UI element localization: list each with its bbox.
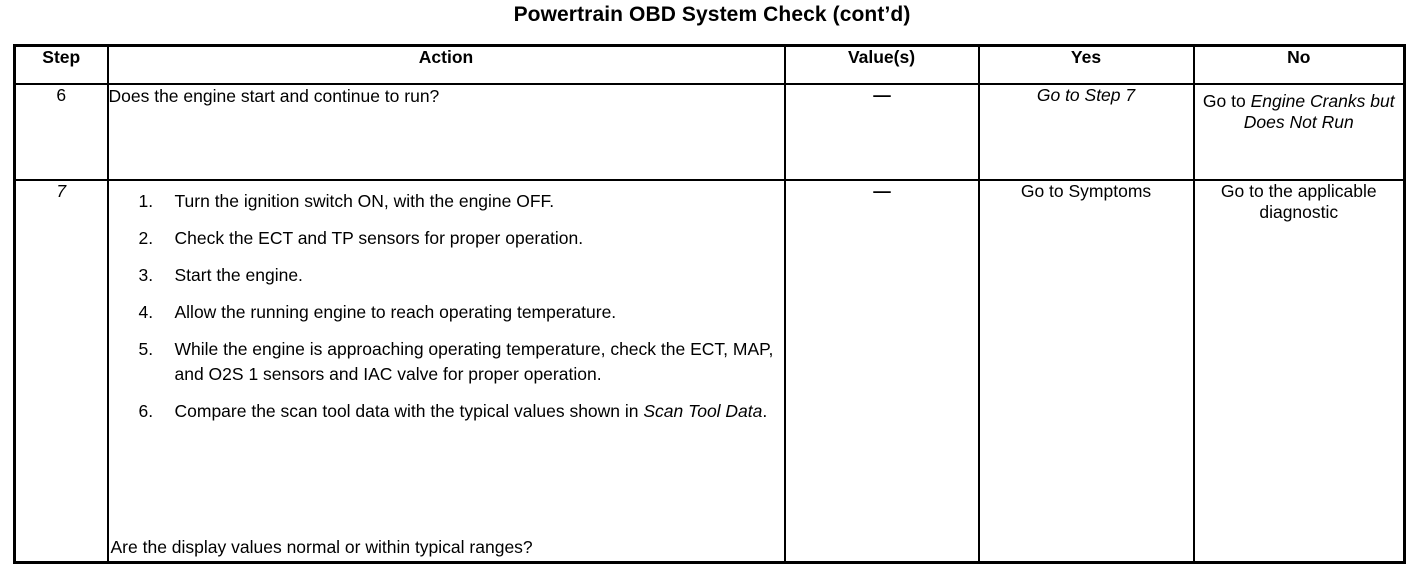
- list-item-number: 1.: [138, 191, 154, 211]
- table-body: 6 Does the engine start and continue to …: [13, 83, 1406, 563]
- list-item-number: 2.: [138, 228, 154, 248]
- list-item: 2. Check the ECT and TP sensors for prop…: [109, 226, 784, 251]
- step-number-cell-7: 7: [13, 179, 109, 563]
- list-item-number: 4.: [138, 302, 154, 322]
- list-item-number: 6.: [138, 401, 154, 421]
- yes-branch-target-6: Go to Step 7: [1036, 85, 1136, 105]
- no-branch-step-7: Go to the applicable diagnostic: [1192, 179, 1406, 563]
- list-item-text: While the engine is approaching operatin…: [174, 339, 774, 384]
- action-step-list: 1. Turn the ignition switch ON, with the…: [109, 189, 784, 430]
- table-row-step-7: 7 1. Turn the ignition switch ON, with t…: [13, 179, 1406, 563]
- action-cell-step-7: 1. Turn the ignition switch ON, with the…: [106, 179, 786, 563]
- page-title: Powertrain OBD System Check (cont’d): [513, 3, 911, 26]
- no-branch-step-6: Go to Engine Cranks but Does Not Run: [1192, 83, 1406, 181]
- column-header-step: Step: [13, 44, 109, 85]
- list-item-number: 3.: [138, 265, 154, 285]
- diagnostic-flow-table: Step Action Value(s) Yes No 6 Does the e…: [13, 44, 1406, 564]
- column-header-yes: Yes: [977, 44, 1195, 85]
- list-item-text: Check the ECT and TP sensors for proper …: [174, 228, 584, 248]
- column-header-value: Value(s): [783, 44, 980, 85]
- yes-branch-step-6: Go to Step 7: [977, 83, 1195, 181]
- list-item: 1. Turn the ignition switch ON, with the…: [109, 189, 784, 214]
- list-item-text: Turn the ignition switch ON, with the en…: [174, 191, 555, 211]
- action-question-6: Does the engine start and continue to ru…: [108, 86, 440, 106]
- list-item-text-before: Compare the scan tool data with the typi…: [174, 401, 644, 421]
- list-item-text-after: .: [762, 401, 768, 421]
- list-item: 6. Compare the scan tool data with the t…: [109, 399, 784, 424]
- list-item: 3. Start the engine.: [109, 263, 784, 288]
- action-question-7: Are the display values normal or within …: [110, 536, 533, 557]
- yes-branch-step-7: Go to Symptoms: [977, 179, 1195, 563]
- no-branch-target-6: Engine Cranks but Does Not Run: [1243, 91, 1395, 132]
- list-item-text: Start the engine.: [174, 265, 303, 285]
- list-item-text-reference: Scan Tool Data: [643, 401, 763, 421]
- header-row: Step Action Value(s) Yes No: [13, 44, 1406, 85]
- step-number-7: 7: [56, 181, 67, 201]
- no-branch-target-7: Go to the applicable diagnostic: [1220, 181, 1377, 222]
- list-item: 5. While the engine is approaching opera…: [109, 337, 784, 387]
- table-header: Step Action Value(s) Yes No: [13, 44, 1406, 85]
- no-branch-prefix-6: Go to: [1202, 91, 1251, 111]
- action-cell-step-6: Does the engine start and continue to ru…: [106, 83, 786, 181]
- yes-branch-target-7: Go to Symptoms: [1020, 181, 1152, 201]
- value-dash-6: —: [873, 85, 890, 105]
- list-item-text: Allow the running engine to reach operat…: [174, 302, 617, 322]
- value-cell-step-7: —: [783, 179, 980, 563]
- value-cell-step-6: —: [783, 83, 980, 181]
- column-header-action: Action: [106, 44, 786, 85]
- list-item-number: 5.: [138, 339, 154, 359]
- list-item: 4. Allow the running engine to reach ope…: [109, 300, 784, 325]
- step-number-6: 6: [13, 83, 109, 181]
- table-row-step-6: 6 Does the engine start and continue to …: [13, 83, 1406, 181]
- value-dash-7: —: [873, 181, 890, 201]
- column-header-no: No: [1192, 44, 1406, 85]
